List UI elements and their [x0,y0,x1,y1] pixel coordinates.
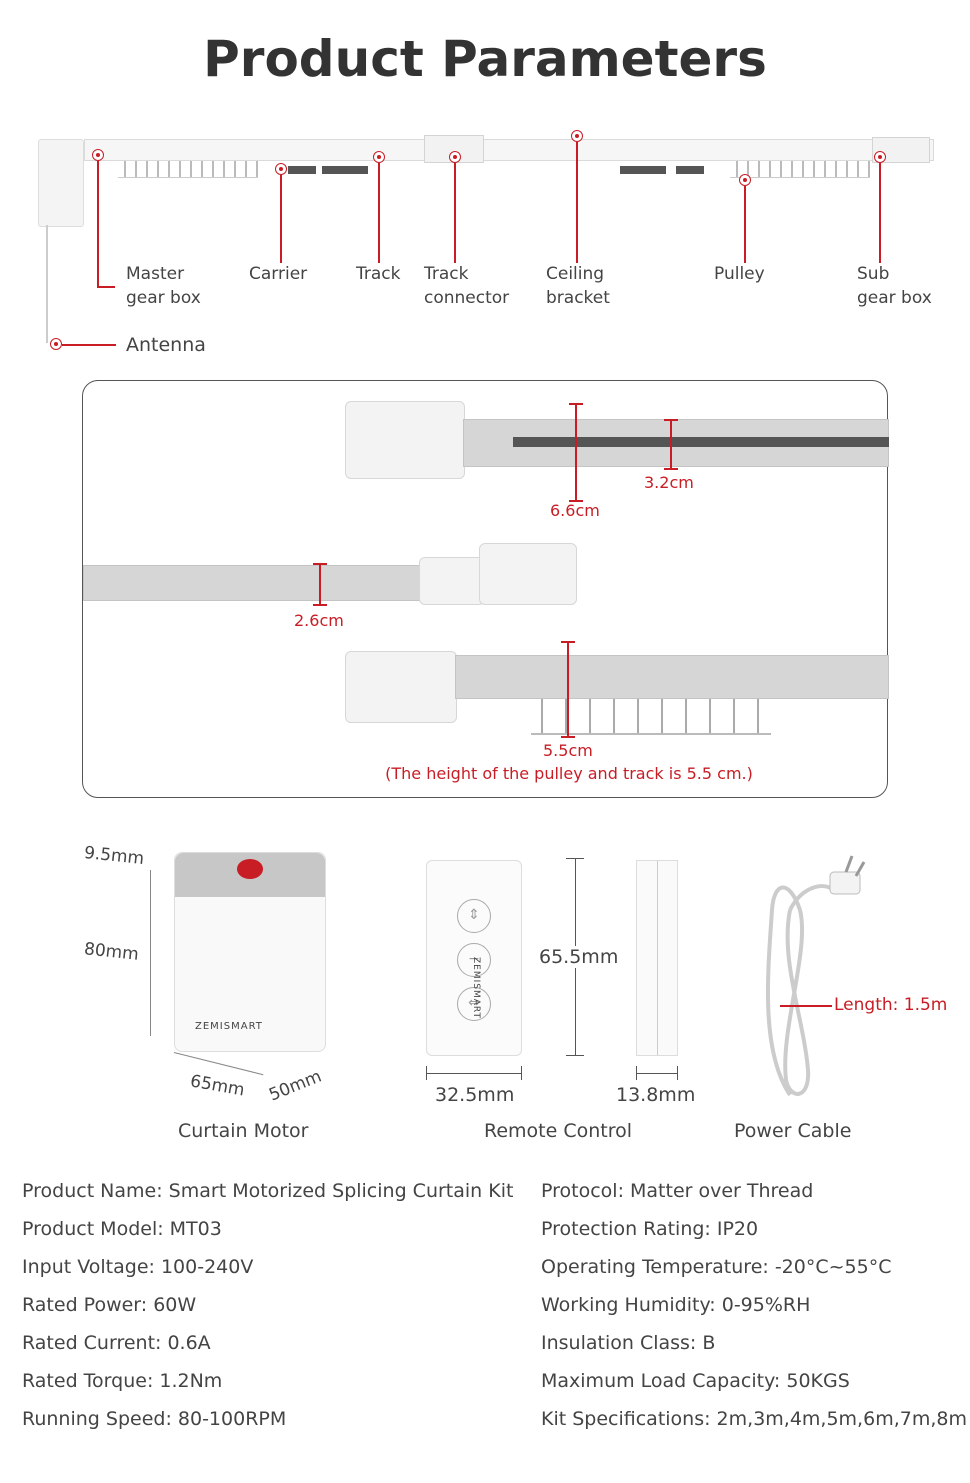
ceiling-bracket-marker [571,130,583,142]
remote-dim-32-5mm: 32.5mm [435,1084,515,1106]
track-marker [373,151,385,163]
spec-item: Kit Specifications: 2m,3m,4m,5m,6m,7m,8m [541,1408,967,1430]
motor-dim-65mm: 65mm [188,1071,247,1101]
spec-item: Operating Temperature: -20°C~55°C [541,1256,892,1278]
remote-side-image [636,860,678,1056]
label-track: Track [356,264,401,284]
carrier-image-4 [676,166,704,174]
spec-item: Protocol: Matter over Thread [541,1180,814,1202]
pulley-height-note: (The height of the pulley and track is 5… [385,764,753,783]
caption-curtain-motor: Curtain Motor [178,1120,309,1142]
label-ceiling-bracket: Ceiling bracket [546,264,610,308]
dim-6-6cm: 6.6cm [550,501,600,520]
specs-left: Product Name: Smart Motorized Splicing C… [22,1172,513,1438]
page-title: Product Parameters [203,30,767,88]
pulleys-left [118,161,258,178]
master-gear-box-marker [92,149,104,161]
remote-down-button: ⇔ [457,987,491,1021]
label-antenna: Antenna [126,334,206,356]
label-sub-gear-box: Sub gear box [857,264,932,308]
spec-item: Product Model: MT03 [22,1218,222,1240]
gear-box-side-image [345,651,457,723]
label-pulley: Pulley [714,264,765,284]
spec-item: Input Voltage: 100-240V [22,1256,254,1278]
spec-item: Rated Torque: 1.2Nm [22,1370,223,1392]
spec-item: Working Humidity: 0-95%RH [541,1294,811,1316]
dimensions-panel: 6.6cm 3.2cm 2.6cm 5.5cm (The height of t… [82,380,889,798]
caption-remote-control: Remote Control [484,1120,633,1142]
spec-item: Rated Current: 0.6A [22,1332,211,1354]
dim-2-6cm: 2.6cm [294,611,344,630]
specs-right: Protocol: Matter over Thread Protection … [541,1172,967,1438]
sub-gear-box-marker [874,151,886,163]
antenna-wire [46,225,48,343]
dim-5-5cm: 5.5cm [543,741,593,760]
dim-3-2cm: 3.2cm [644,473,694,492]
master-gear-box-image [38,139,84,227]
remote-control-image: ⇕ − ⇔ ZEMISMART [426,860,522,1056]
carrier-image-1 [288,166,316,174]
label-carrier: Carrier [249,264,308,284]
curtain-motor-image: ZEMISMART [174,852,326,1052]
label-master-gear-box: Master gear box [126,264,201,308]
gear-box-top-image [345,401,465,479]
spec-item: Insulation Class: B [541,1332,716,1354]
carrier-marker [275,163,287,175]
motor-brand-logo: ZEMISMART [195,1021,263,1032]
track-diagram [0,125,970,365]
caption-power-cable: Power Cable [734,1120,852,1142]
carrier-image-3 [620,166,666,174]
track-image [84,139,934,161]
remote-up-button: ⇕ [457,899,491,933]
spec-item: Product Name: Smart Motorized Splicing C… [22,1180,514,1202]
spec-item: Maximum Load Capacity: 50KGS [541,1370,850,1392]
remote-stop-button: − [457,943,491,977]
remote-dim-13-8mm: 13.8mm [616,1084,696,1106]
remote-dim-65-5mm: 65.5mm [539,946,619,968]
motor-dim-80mm: 80mm [83,939,140,965]
end-cap-side-image [479,543,577,605]
cable-length-label: Length: 1.5m [834,995,948,1015]
pulleys-right [730,161,870,178]
motor-dim-50mm: 50mm [266,1066,325,1106]
spec-item: Rated Power: 60W [22,1294,197,1316]
power-cable-image [765,855,866,1097]
motor-dim-9-5mm: 9.5mm [83,842,146,870]
track-side-image [83,565,423,601]
sub-box-side-image [419,557,485,605]
remote-brand-logo: ZEMISMART [471,957,481,1020]
spec-item: Protection Rating: IP20 [541,1218,759,1240]
track-connector-marker [449,151,461,163]
track-pulley-image [455,655,889,699]
carrier-image-2 [322,166,368,174]
label-track-connector: Track connector [424,264,510,308]
pulley-marker [739,174,751,186]
spec-item: Running Speed: 80-100RPM [22,1408,287,1430]
pulley-row-image [531,699,771,735]
antenna-marker [50,338,62,350]
